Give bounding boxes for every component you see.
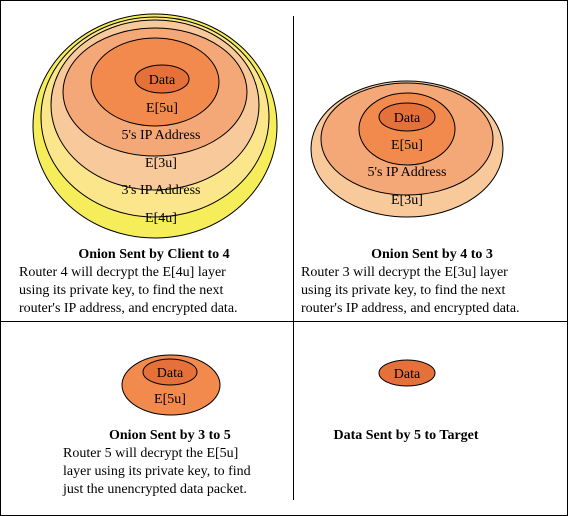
label-5s-ip-address: 5's IP Address — [367, 165, 446, 180]
description-line: Router 3 will decrypt the E[3u] layer — [301, 265, 508, 280]
layer-data — [134, 64, 190, 94]
description-line: just the unencrypted data packet. — [63, 482, 247, 497]
onion-3-to-5: Data E[5u] — [121, 354, 221, 416]
caption-client-to-4: Onion Sent by Client to 4 — [78, 247, 230, 262]
quadrant-5-to-target-text: Data Sent by 5 to Target — [301, 427, 511, 445]
caption-5-to-target: Data Sent by 5 to Target — [333, 428, 479, 443]
label-data: Data — [394, 111, 421, 126]
label-data: Data — [149, 73, 176, 88]
description-line: Router 5 will decrypt the E[5u] — [63, 446, 239, 461]
layer-data — [378, 102, 436, 132]
label-e5u: E[5u] — [146, 101, 178, 116]
quadrant-4-to-3-text: Onion Sent by 4 to 3 Router 3 will decry… — [301, 246, 563, 318]
label-e5u: E[5u] — [391, 138, 423, 153]
description-line: layer using its private key, to find — [63, 464, 251, 479]
quadrant-client-to-4-text: Onion Sent by Client to 4 Router 4 will … — [19, 246, 289, 318]
description-line: using its private key, to find the next — [19, 283, 224, 298]
quadrant-3-to-5-text: Onion Sent by 3 to 5 Router 5 will decry… — [63, 427, 289, 499]
label-5s-ip-address: 5's IP Address — [121, 128, 200, 143]
label-data: Data — [394, 367, 421, 382]
onion-5-to-target: Data — [378, 359, 436, 387]
label-e3u: E[3u] — [391, 193, 423, 208]
label-data: Data — [157, 366, 184, 381]
label-e3u: E[3u] — [145, 156, 177, 171]
caption-4-to-3: Onion Sent by 4 to 3 — [371, 247, 493, 262]
layer-data — [142, 358, 198, 386]
label-e4u: E[4u] — [145, 211, 177, 226]
onion-4-to-3: Data E[5u] 5's IP Address E[3u] — [310, 80, 504, 218]
horizontal-divider — [1, 321, 567, 322]
description-line: router's IP address, and encrypted data. — [301, 301, 520, 316]
description-line: using its private key, to find the next — [301, 283, 506, 298]
vertical-divider — [293, 16, 294, 500]
description-line: Router 4 will decrypt the E[4u] layer — [19, 265, 226, 280]
label-e5u: E[5u] — [154, 392, 186, 407]
onion-client-to-4: Data E[5u] 5's IP Address E[3u] 3's IP A… — [32, 13, 278, 239]
caption-3-to-5: Onion Sent by 3 to 5 — [109, 428, 231, 443]
description-line: router's IP address, and encrypted data. — [19, 301, 238, 316]
label-3s-ip-address: 3's IP Address — [121, 183, 200, 198]
layer-data — [378, 359, 436, 387]
